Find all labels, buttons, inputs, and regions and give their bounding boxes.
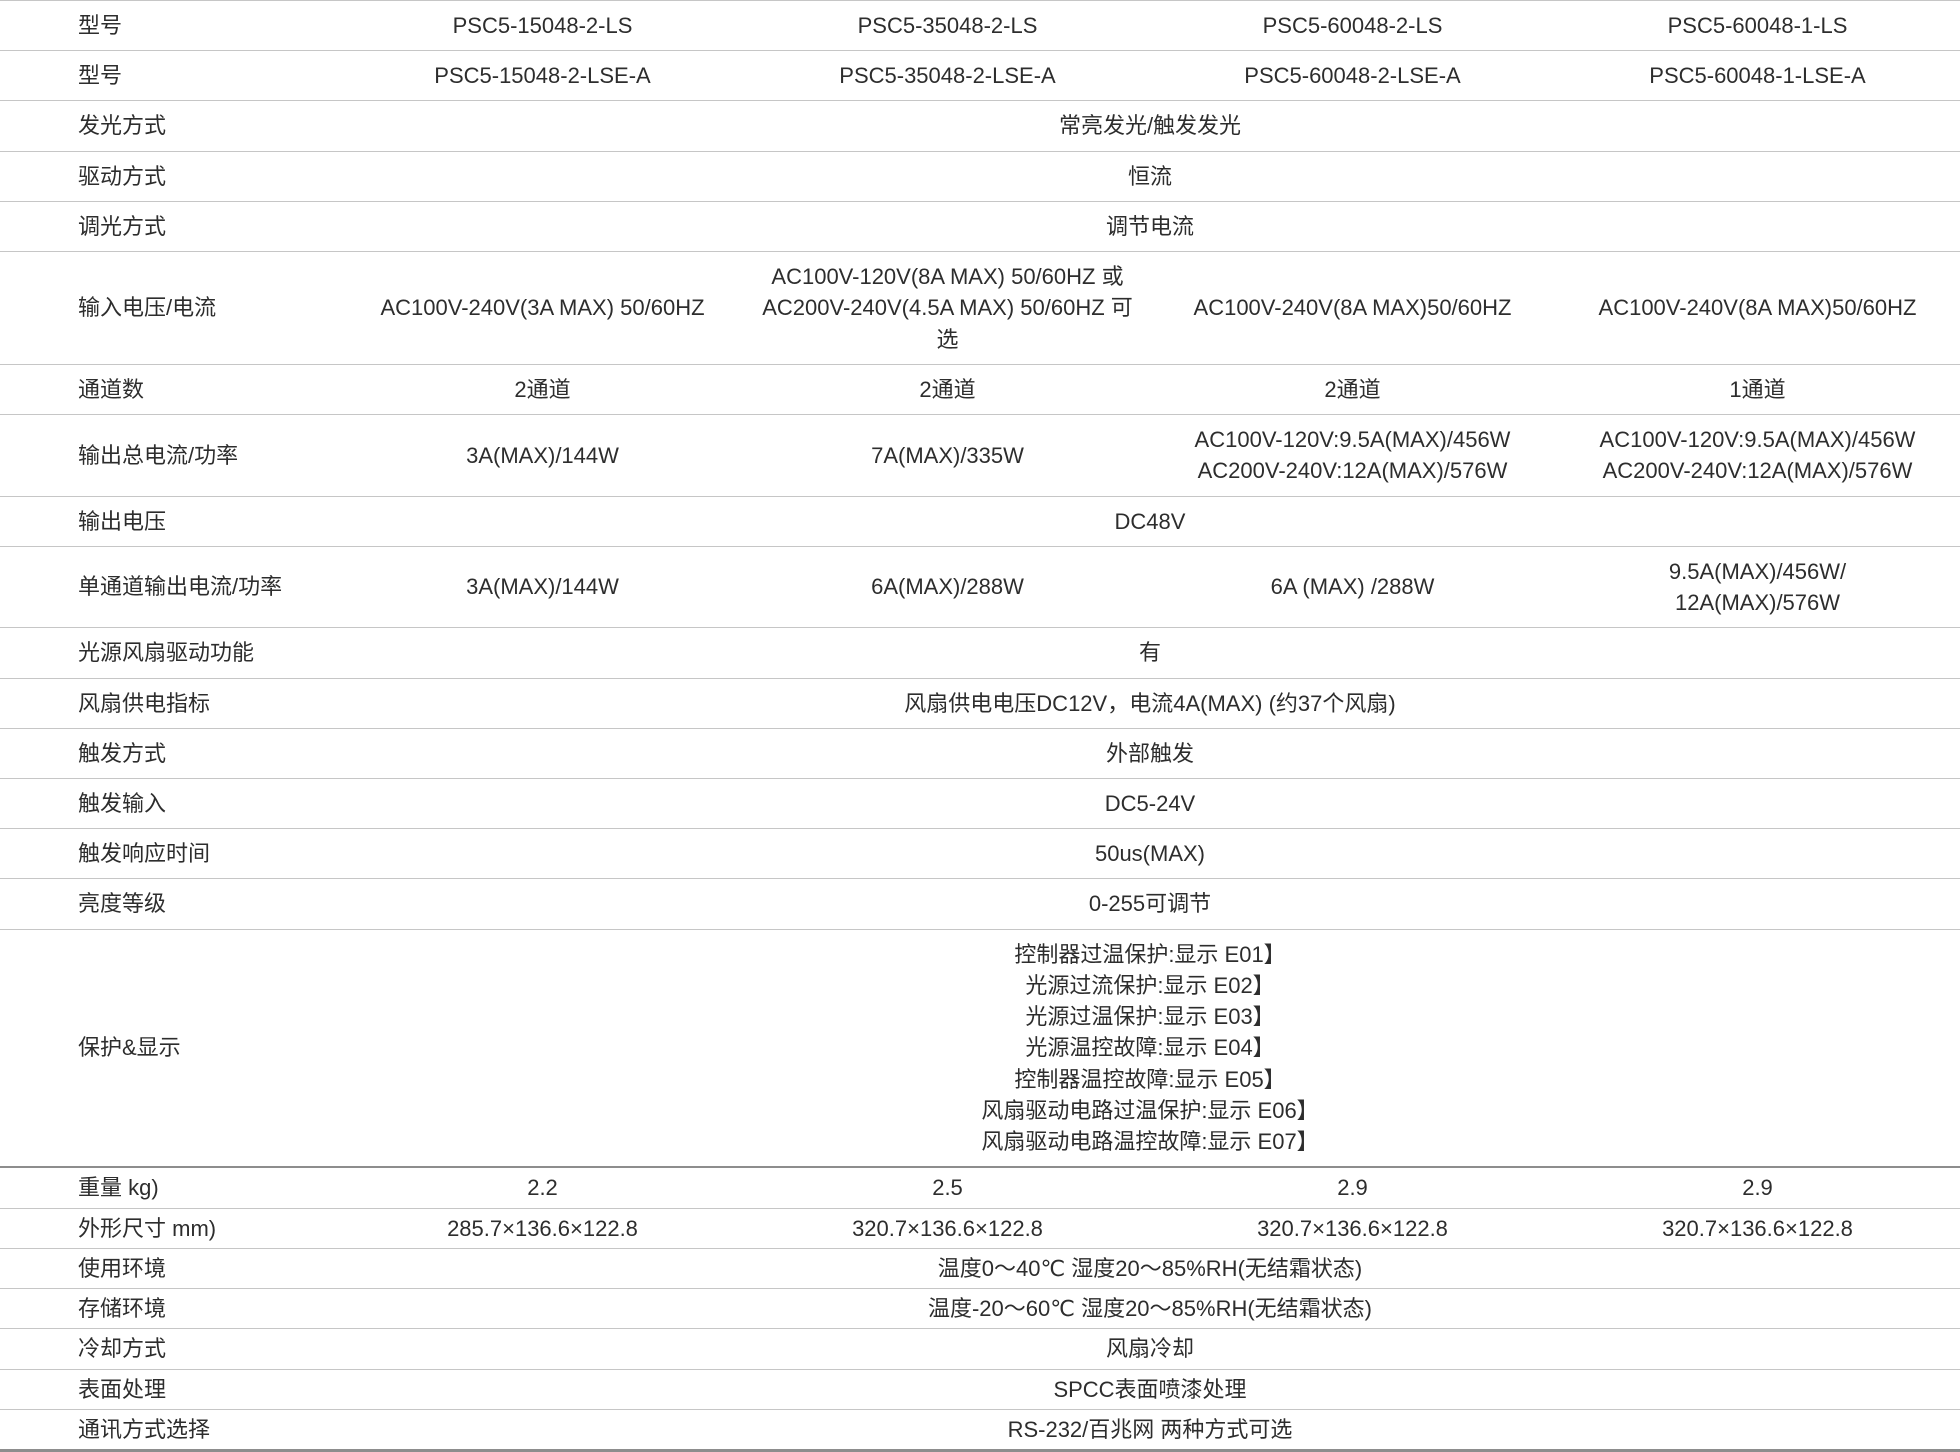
row-value: PSC5-60048-1-LSE-A: [1555, 50, 1960, 101]
table-row: 驱动方式恒流: [0, 150, 1960, 202]
row-value: PSC5-60048-2-LSE-A: [1150, 50, 1555, 101]
row-label: 表面处理: [0, 1368, 340, 1410]
row-value: PSC5-15048-2-LS: [452, 13, 633, 38]
table-row: 冷却方式风扇冷却: [0, 1328, 1960, 1369]
row-value-merged: 风扇供电电压DC12V，电流4A(MAX) (约37个风扇): [340, 677, 1960, 729]
row-value: 1通道: [1555, 363, 1960, 415]
row-value: 2通道: [1150, 363, 1555, 415]
table-row: 使用环境温度0～40℃ 湿度20～85%RH(无结霜状态): [0, 1247, 1960, 1289]
row-value-merged: 恒流: [340, 150, 1960, 202]
row-value: AC100V-120V:9.5A(MAX)/456W AC200V-240V:1…: [1150, 414, 1555, 497]
row-label: 调光方式: [0, 200, 340, 252]
row-value: 320.7×136.6×122.8: [1555, 1207, 1960, 1249]
row-value: AC100V-240V(3A MAX) 50/60HZ: [340, 251, 745, 365]
row-label: 使用环境: [0, 1247, 340, 1289]
row-value-merged: 温度-20～60℃ 湿度20～85%RH(无结霜状态): [340, 1288, 1960, 1329]
row-label: 触发方式: [0, 727, 340, 779]
row-value: 9.5A(MAX)/456W/ 12A(MAX)/576W: [1555, 545, 1960, 628]
row-label: 外形尺寸 mm): [0, 1207, 340, 1249]
table-row: 触发方式外部触发: [0, 727, 1960, 779]
row-value: 285.7×136.6×122.8: [340, 1207, 745, 1249]
row-value-merged: 外部触发: [340, 727, 1960, 779]
row-value: PSC5-60048-2-LS: [1262, 13, 1443, 38]
row-value: 320.7×136.6×122.8: [1150, 1207, 1555, 1249]
table-row: 调光方式调节电流: [0, 200, 1960, 252]
row-label: 触发响应时间: [0, 828, 340, 879]
row-value-merged: 控制器过温保护:显示 E01】 光源过流保护:显示 E02】 光源过温保护:显示…: [340, 928, 1960, 1168]
row-value: 6A(MAX)/288W: [745, 545, 1150, 628]
row-value-merged: RS-232/百兆网 两种方式可选: [340, 1408, 1960, 1451]
row-value-merged: DC5-24V: [340, 777, 1960, 829]
row-label: 输出总电流/功率: [0, 414, 340, 497]
row-value-merged: 风扇冷却: [340, 1328, 1960, 1369]
row-label: 触发输入: [0, 777, 340, 829]
row-label: 保护&显示: [0, 928, 340, 1168]
row-value-merged: 0-255可调节: [340, 878, 1960, 930]
row-label: 光源风扇驱动功能: [0, 627, 340, 679]
row-value: AC100V-240V(8A MAX)50/60HZ: [1555, 251, 1960, 365]
row-value-merged: DC48V: [340, 495, 1960, 547]
table-row: 光源风扇驱动功能有: [0, 627, 1960, 679]
row-label: 通讯方式选择: [0, 1408, 340, 1451]
row-value-merged: SPCC表面喷漆处理: [340, 1368, 1960, 1410]
row-label: 型号: [78, 13, 123, 38]
row-value: 2.2: [340, 1166, 745, 1209]
row-value-merged: 50us(MAX): [340, 828, 1960, 879]
row-value: 2.9: [1150, 1166, 1555, 1209]
table-row: 存储环境温度-20～60℃ 湿度20～85%RH(无结霜状态): [0, 1288, 1960, 1329]
row-value: 3A(MAX)/144W: [340, 414, 745, 497]
row-value: PSC5-15048-2-LSE-A: [340, 50, 745, 101]
row-value: 320.7×136.6×122.8: [745, 1207, 1150, 1249]
row-label: 风扇供电指标: [0, 677, 340, 729]
row-value: PSC5-60048-1-LS: [1667, 13, 1848, 38]
row-value-merged: 有: [340, 627, 1960, 679]
row-label: 通道数: [0, 363, 340, 415]
row-value: 6A (MAX) /288W: [1150, 545, 1555, 628]
row-value: 3A(MAX)/144W: [340, 545, 745, 628]
row-value: 2通道: [745, 363, 1150, 415]
row-label: 输出电压: [0, 495, 340, 547]
row-label: 重量 kg): [0, 1166, 340, 1209]
row-value-merged: 常亮发光/触发发光: [340, 100, 1960, 152]
table-row: 风扇供电指标风扇供电电压DC12V，电流4A(MAX) (约37个风扇): [0, 677, 1960, 729]
row-value-merged: 调节电流: [340, 200, 1960, 252]
row-value: AC100V-120V(8A MAX) 50/60HZ 或 AC200V-240…: [745, 251, 1150, 365]
row-label: 驱动方式: [0, 150, 340, 202]
row-label: 存储环境: [0, 1288, 340, 1329]
row-value: 2通道: [340, 363, 745, 415]
table-row: 发光方式常亮发光/触发发光: [0, 100, 1960, 152]
row-label: 单通道输出电流/功率: [0, 545, 340, 628]
table-row: 型号 PSC5-15048-2-LS PSC5-35048-2-LS PSC5-600…: [0, 1, 1960, 51]
row-value: AC100V-240V(8A MAX)50/60HZ: [1150, 251, 1555, 365]
row-value: 2.5: [745, 1166, 1150, 1209]
row-value: PSC5-35048-2-LS: [857, 13, 1038, 38]
row-label: 输入电压/电流: [0, 251, 340, 365]
row-value: 2.9: [1555, 1166, 1960, 1209]
row-label: 型号: [0, 50, 340, 101]
row-value: PSC5-35048-2-LSE-A: [745, 50, 1150, 101]
row-value-merged: 温度0～40℃ 湿度20～85%RH(无结霜状态): [340, 1247, 1960, 1289]
row-value: 7A(MAX)/335W: [745, 414, 1150, 497]
row-value: AC100V-120V:9.5A(MAX)/456W AC200V-240V:1…: [1555, 414, 1960, 497]
row-label: 亮度等级: [0, 878, 340, 930]
row-label: 冷却方式: [0, 1328, 340, 1369]
row-label: 发光方式: [0, 100, 340, 152]
table-row: 保护&显示控制器过温保护:显示 E01】 光源过流保护:显示 E02】 光源过温…: [0, 928, 1960, 1168]
